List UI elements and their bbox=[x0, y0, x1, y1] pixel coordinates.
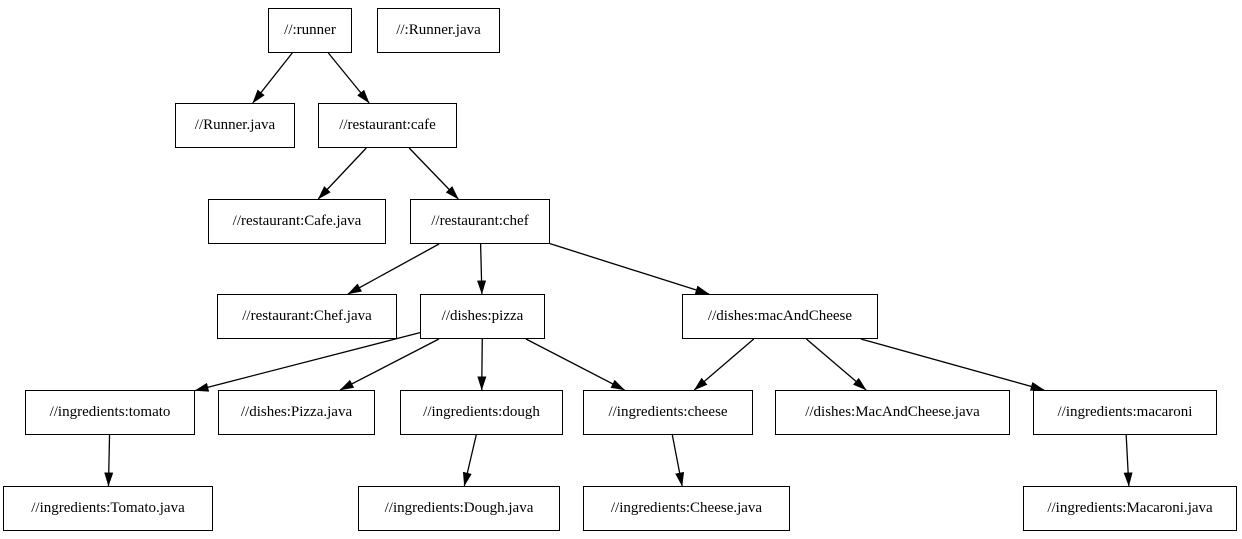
graph-node-label: //dishes:MacAndCheese.java bbox=[805, 404, 980, 420]
graph-edge-pizza-to-cheese bbox=[525, 338, 625, 391]
graph-node-tomato-java: //ingredients:Tomato.java bbox=[3, 486, 213, 531]
graph-node-label: //dishes:Pizza.java bbox=[240, 404, 353, 420]
graph-node-label: //Runner.java bbox=[194, 117, 276, 133]
graph-node-cafe: //restaurant:cafe bbox=[318, 103, 457, 148]
graph-edge-tomato-to-tomato-java bbox=[104, 434, 114, 487]
graph-node-label: //dishes:pizza bbox=[441, 308, 524, 324]
graph-edge-chef-to-mac-and-cheese bbox=[549, 243, 710, 295]
graph-edge-pizza-to-tomato bbox=[194, 331, 421, 392]
graph-edge-chef-to-pizza bbox=[477, 243, 487, 295]
graph-node-label: //ingredients:Dough.java bbox=[384, 500, 534, 516]
graph-node-label: //restaurant:cafe bbox=[339, 117, 436, 133]
graph-edge-mac-and-cheese-to-cheese bbox=[693, 338, 755, 391]
graph-edge-cafe-to-cafe-java bbox=[317, 147, 367, 200]
graph-node-label: //ingredients:dough bbox=[423, 404, 540, 420]
graph-edge-pizza-to-dough bbox=[477, 338, 487, 391]
graph-edge-pizza-to-pizza-java bbox=[339, 338, 440, 391]
graph-node-cheese: //ingredients:cheese bbox=[583, 390, 753, 435]
graph-node-root-runner-java: //:Runner.java bbox=[377, 8, 500, 53]
graph-node-tomato: //ingredients:tomato bbox=[25, 390, 195, 435]
graph-edge-cafe-to-chef bbox=[408, 147, 459, 200]
graph-node-macaroni: //ingredients:macaroni bbox=[1033, 390, 1217, 435]
graph-edge-chef-to-chef-java bbox=[347, 243, 440, 295]
graph-node-chef-java: //restaurant:Chef.java bbox=[217, 294, 397, 339]
graph-edge-runner-to-runner-java bbox=[252, 52, 293, 104]
graph-node-macaroni-java: //ingredients:Macaroni.java bbox=[1023, 486, 1237, 531]
graph-node-runner-java: //Runner.java bbox=[175, 103, 295, 148]
graph-node-mac-and-cheese: //dishes:macAndCheese bbox=[682, 294, 878, 339]
graph-node-chef: //restaurant:chef bbox=[410, 199, 550, 244]
graph-node-dough-java: //ingredients:Dough.java bbox=[358, 486, 560, 531]
graph-node-label: //ingredients:Cheese.java bbox=[610, 500, 763, 516]
graph-edge-dough-to-dough-java bbox=[462, 434, 477, 487]
graph-node-pizza: //dishes:pizza bbox=[420, 294, 545, 339]
graph-node-label: //ingredients:cheese bbox=[608, 404, 728, 420]
graph-node-label: //:Runner.java bbox=[396, 22, 481, 38]
graph-node-label: //:runner bbox=[284, 22, 336, 38]
graph-node-label: //ingredients:Tomato.java bbox=[31, 500, 185, 516]
graph-node-label: //ingredients:Macaroni.java bbox=[1047, 500, 1213, 516]
graph-edge-macaroni-to-macaroni-java bbox=[1123, 434, 1133, 487]
graph-node-pizza-java: //dishes:Pizza.java bbox=[218, 390, 375, 435]
graph-node-dough: //ingredients:dough bbox=[400, 390, 563, 435]
graph-node-cafe-java: //restaurant:Cafe.java bbox=[208, 199, 386, 244]
graph-node-cheese-java: //ingredients:Cheese.java bbox=[583, 486, 790, 531]
graph-node-label: //restaurant:chef bbox=[431, 213, 529, 229]
graph-node-label: //ingredients:macaroni bbox=[1057, 404, 1193, 420]
graph-node-label: //restaurant:Cafe.java bbox=[232, 213, 362, 229]
graph-node-mac-and-cheese-java: //dishes:MacAndCheese.java bbox=[775, 390, 1010, 435]
graph-edge-mac-and-cheese-to-mac-and-cheese-java bbox=[805, 338, 867, 391]
graph-node-label: //dishes:macAndCheese bbox=[707, 308, 853, 324]
graph-edge-cheese-to-cheese-java bbox=[671, 434, 685, 487]
graph-edge-mac-and-cheese-to-macaroni bbox=[860, 338, 1045, 391]
graph-node-runner: //:runner bbox=[268, 8, 352, 53]
graph-node-label: //ingredients:tomato bbox=[49, 404, 171, 420]
graph-edge-runner-to-cafe bbox=[327, 52, 370, 104]
graph-node-label: //restaurant:Chef.java bbox=[242, 308, 372, 324]
